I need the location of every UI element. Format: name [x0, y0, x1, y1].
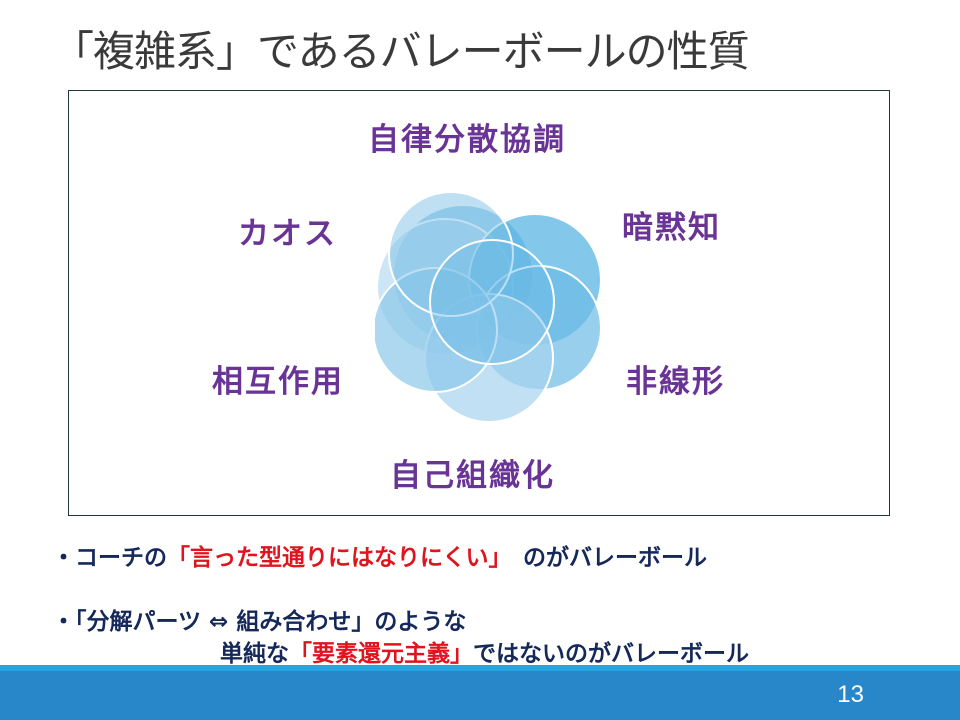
bullet-2-line-1: ・「分解パーツ ⇔ 組み合わせ」のような — [52, 602, 466, 636]
label-chaos: カオス — [238, 216, 337, 252]
slide-title: 「複雑系」であるバレーボールの性質 — [52, 27, 750, 76]
bullet-2-line-2-prefix: 単純な — [220, 641, 289, 667]
bullet-marker: ・ — [52, 545, 75, 571]
bullet-1: ・コーチの「言った型通りにはなりにくい」 のがバレーボール — [52, 538, 707, 572]
bullet-2-line-2: 単純な「要素還元主義」ではないのがバレーボール — [220, 634, 749, 668]
diagram-frame — [68, 90, 890, 516]
circle-overlay-top-left — [388, 191, 514, 317]
circle-overlay-center — [429, 239, 555, 365]
label-hisenkei: 非線形 — [626, 364, 725, 400]
bullet-1-suffix: のがバレーボール — [500, 545, 708, 571]
bullet-1-emphasis: 「言った型通りにはなりにくい」 — [167, 545, 501, 571]
bullet-2-emphasis: 「要素還元主義」 — [289, 641, 473, 667]
label-jiritsu-bunsan-kyocho: 自律分散協調 — [368, 122, 566, 158]
label-jiko-soshikika: 自己組織化 — [390, 458, 555, 494]
bullet-2-line-1-text: 「分解パーツ ⇔ 組み合わせ」のような — [75, 609, 467, 635]
flower-venn-diagram — [375, 191, 602, 422]
label-anmokuchi: 暗黙知 — [622, 210, 721, 246]
bullet-marker: ・ — [52, 609, 75, 635]
page-number: 13 — [837, 681, 864, 708]
footer-bar: 13 — [0, 665, 960, 720]
label-sogo-sayo: 相互作用 — [212, 364, 344, 400]
footer-accent-stripe — [0, 665, 960, 671]
bullet-2-line-2-suffix: ではないのがバレーボール — [473, 641, 749, 667]
bullet-1-prefix: コーチの — [75, 545, 167, 571]
